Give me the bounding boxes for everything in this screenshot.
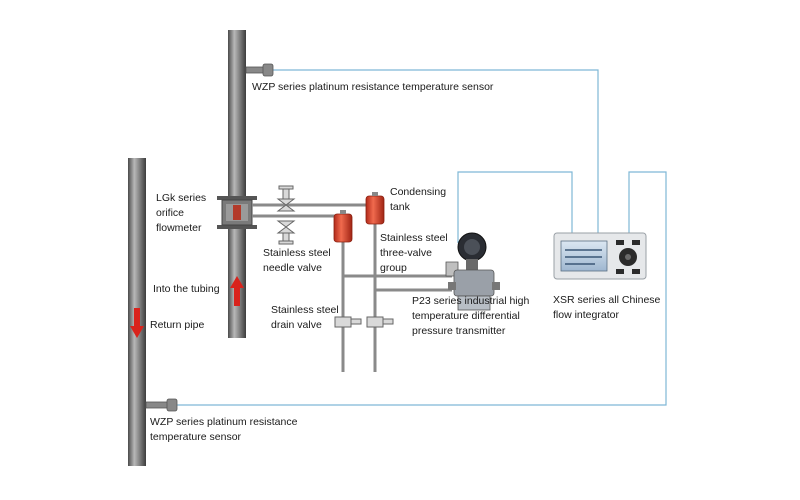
label-transmitter: P23 series industrial high temperature d… (412, 295, 530, 337)
wire-top-sensor (272, 69, 599, 233)
label-return-pipe: Return pipe (150, 319, 205, 331)
impulse-lines (252, 203, 452, 372)
wire-bottom-sensor (176, 171, 667, 406)
condensing-tanks (333, 192, 385, 243)
up-arrow-icon (230, 276, 244, 306)
wire-transmitter (457, 171, 573, 243)
label-three-valve-group: Stainless steel three-valve group (380, 232, 448, 274)
dp-transmitter (445, 232, 500, 311)
label-needle-valve: Stainless steel needle valve (263, 247, 331, 274)
label-into-tubing: Into the tubing (153, 283, 220, 295)
temperature-sensor-top (245, 63, 274, 77)
orifice-flowmeter (217, 196, 257, 229)
flow-integrator (553, 232, 647, 280)
signal-wires (176, 69, 667, 406)
label-integrator: XSR series all Chinese flow integrator (553, 294, 661, 321)
flow-arrows (130, 276, 244, 338)
label-condensing-tank: Condensing tank (390, 186, 447, 213)
label-orifice-flowmeter: LGk series orifice flowmeter (156, 192, 207, 234)
tubing-pipe (228, 30, 246, 338)
drain-valves (334, 316, 394, 328)
label-drain-valve: Stainless steel drain valve (271, 304, 339, 331)
needle-valves (276, 185, 296, 245)
down-arrow-icon (130, 308, 144, 338)
label-sensor-top: WZP series platinum resistance temperatu… (252, 81, 494, 93)
label-sensor-bottom: WZP series platinum resistance temperatu… (150, 416, 298, 443)
temperature-sensor-bottom (145, 398, 178, 412)
